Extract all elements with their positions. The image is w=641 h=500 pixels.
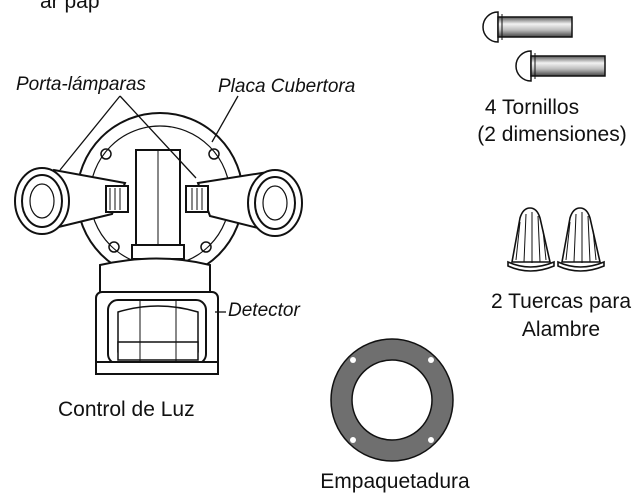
wire-nut-right — [557, 207, 605, 272]
left-lamp-holder — [14, 167, 129, 235]
screw-top — [482, 11, 573, 43]
wire-nut-left — [507, 207, 555, 272]
screws-label-line2: (2 dimensiones) — [477, 123, 627, 146]
screw-bottom — [515, 50, 606, 82]
leader-lines — [59, 95, 239, 313]
light-control-label: Control de Luz — [58, 398, 195, 421]
wire-nuts-label-line2: Alambre — [521, 318, 601, 341]
detector-label: Detector — [228, 300, 300, 321]
lamp-holders-label: Porta-lámparas — [16, 74, 146, 95]
wire-nuts-label-line1: 2 Tuercas para — [490, 290, 632, 313]
gasket-label: Empaquetadura — [320, 470, 470, 493]
light-control-fixture — [14, 95, 303, 375]
cover-plate-screws — [100, 148, 220, 253]
header-partial-text: ar pap — [40, 0, 100, 13]
cover-plate-label: Placa Cubertora — [218, 76, 356, 97]
motion-detector — [95, 257, 219, 375]
screws-label-line1: 4 Tornillos — [484, 96, 580, 119]
right-lamp-holder — [185, 169, 303, 237]
gasket-ring — [330, 338, 454, 462]
